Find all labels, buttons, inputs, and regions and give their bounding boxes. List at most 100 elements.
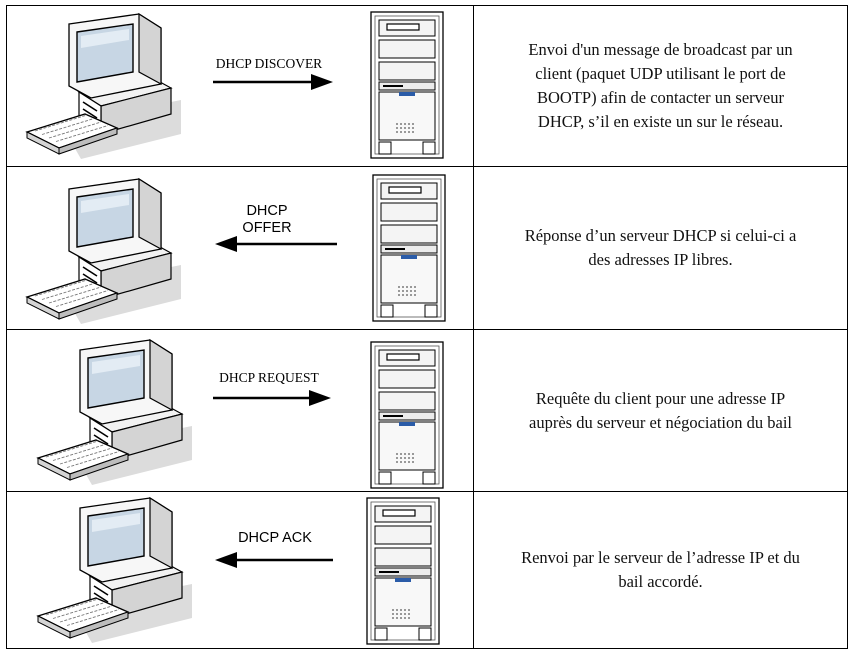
vent-dot <box>396 457 398 459</box>
vent-dot <box>404 457 406 459</box>
server-foot <box>424 304 438 318</box>
vent-dot <box>408 127 410 129</box>
floppy-bay <box>378 81 436 91</box>
screen-glare <box>81 29 129 48</box>
description-line: client (paquet UDP utilisant le port de <box>535 64 786 83</box>
vent-dot <box>400 453 402 455</box>
keyboard-keys <box>45 598 99 616</box>
keyboard-side <box>69 453 129 481</box>
illustration-cell: DHCP DISCOVER <box>6 5 474 167</box>
vent-dot <box>412 453 414 455</box>
message-arrow <box>215 552 333 568</box>
drive-slot <box>93 434 109 445</box>
vent-dot <box>396 609 398 611</box>
vent-dot <box>402 290 404 292</box>
table-body: DHCP DISCOVER Envoi d'un message de broad… <box>6 5 848 649</box>
power-led <box>399 92 415 96</box>
drive-bay <box>380 202 438 222</box>
keyboard-keys <box>59 605 113 623</box>
server-foot <box>380 304 394 318</box>
vent-dot <box>396 131 398 133</box>
server-frame <box>374 345 440 485</box>
vent-dot <box>408 457 410 459</box>
server-frame <box>376 178 442 318</box>
vent-dot <box>414 290 416 292</box>
vent-dot <box>408 617 410 619</box>
vent-dot <box>412 131 414 133</box>
keyboard-side <box>69 611 129 639</box>
server-foot <box>378 141 392 155</box>
drive-slot <box>93 592 109 603</box>
arrow-head <box>311 74 333 90</box>
exchange-illustration: DHCP REQUEST <box>36 338 444 489</box>
dhcp-server-icon <box>370 11 444 159</box>
screen-glare <box>81 194 129 213</box>
keyboard-keys <box>41 283 95 300</box>
vent-dot <box>396 123 398 125</box>
drive-slot <box>82 273 98 284</box>
screen-glare <box>92 513 140 532</box>
keyboard-keys <box>45 440 99 458</box>
keyboard-keys <box>41 118 95 135</box>
keyboard-keys <box>55 290 109 307</box>
vent-dot <box>404 613 406 615</box>
drive-bay <box>380 224 438 244</box>
description-line: BOOTP) afin de contacter un serveur <box>537 88 784 107</box>
drive-bay <box>378 391 436 411</box>
vent-dot <box>400 613 402 615</box>
floppy-bay <box>380 244 438 254</box>
client-computer-icon <box>25 12 181 159</box>
keyboard-side <box>58 292 118 320</box>
vent-dot <box>412 127 414 129</box>
drive-bay <box>378 61 436 81</box>
floppy-bay <box>374 567 432 577</box>
drive-slot <box>82 108 98 119</box>
server-foot <box>418 627 432 641</box>
vent-dot <box>414 294 416 296</box>
monitor-side <box>149 338 173 412</box>
vent-dot <box>412 457 414 459</box>
cd-slot <box>386 23 420 31</box>
vent-dot <box>400 617 402 619</box>
vent-dot <box>396 127 398 129</box>
server-foot <box>422 141 436 155</box>
keyboard-keys <box>66 609 120 626</box>
vent-dot <box>400 461 402 463</box>
vent-dot <box>408 461 410 463</box>
vent-dot <box>412 123 414 125</box>
dhcp-server-icon <box>366 497 440 645</box>
keyboard-keys <box>52 602 106 619</box>
vent-dot <box>396 461 398 463</box>
message-label: OFFER <box>242 220 291 236</box>
vent-dot <box>396 613 398 615</box>
cd-slot <box>388 186 422 194</box>
server-panel <box>374 577 432 627</box>
vent-dot <box>404 131 406 133</box>
description-line: DHCP, s’il en existe un sur le réseau. <box>537 112 784 131</box>
drive-slot <box>93 427 109 438</box>
illustration-cell: DHCP REQUEST <box>6 329 474 492</box>
vent-dot <box>402 294 404 296</box>
floppy-slot <box>383 415 403 417</box>
message-label: DHCP DISCOVER <box>216 56 322 71</box>
power-led <box>395 578 411 582</box>
vent-dot <box>410 286 412 288</box>
vent-dot <box>398 286 400 288</box>
drive-bay <box>378 369 436 389</box>
floppy-slot <box>379 571 399 573</box>
vent-dot <box>400 609 402 611</box>
keyboard-keys <box>48 286 102 304</box>
keyboard-side <box>58 127 118 155</box>
floppy-slot <box>385 248 405 250</box>
floppy-bay <box>378 411 436 421</box>
vent-dot <box>406 290 408 292</box>
message-label: DHCP ACK <box>238 530 312 546</box>
vent-dot <box>408 453 410 455</box>
exchange-illustration: DHCP ACK <box>36 496 440 645</box>
drive-bay <box>374 547 432 567</box>
server-foot <box>422 471 436 485</box>
vent-dot <box>412 461 414 463</box>
